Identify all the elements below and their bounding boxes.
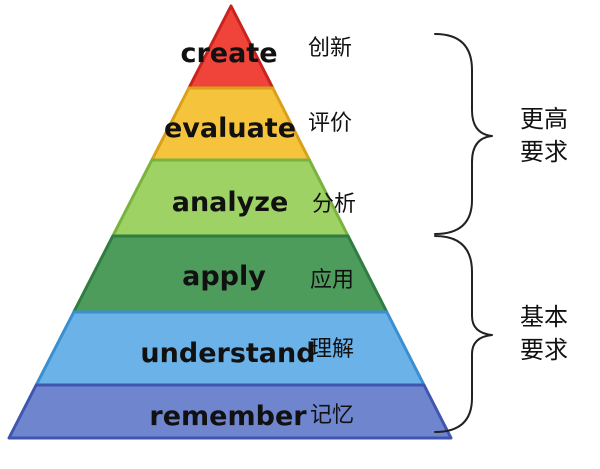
group-label-higher-line2: 要求: [520, 138, 568, 166]
level-zh-evaluate: 评价: [308, 111, 352, 136]
group-label-higher-line1: 更高: [520, 105, 568, 133]
group-label-basic-line2: 要求: [520, 336, 568, 364]
pyramid-band-remember: [7, 383, 453, 440]
level-zh-create: 创新: [308, 36, 352, 61]
level-label-evaluate: evaluate: [164, 113, 296, 144]
level-zh-remember: 记忆: [310, 403, 354, 428]
level-label-create: create: [180, 38, 277, 69]
group-label-basic-line1: 基本: [520, 303, 568, 331]
level-label-remember: remember: [149, 401, 307, 432]
level-zh-analyze: 分析: [312, 192, 356, 217]
level-label-understand: understand: [140, 338, 315, 369]
bracket-higher: [434, 33, 493, 235]
level-zh-understand: 理解: [310, 337, 354, 362]
bracket-basic: [434, 235, 493, 433]
pyramid: [7, 4, 453, 440]
level-label-apply: apply: [182, 261, 266, 292]
level-label-analyze: analyze: [172, 187, 289, 218]
level-zh-apply: 应用: [310, 268, 354, 293]
